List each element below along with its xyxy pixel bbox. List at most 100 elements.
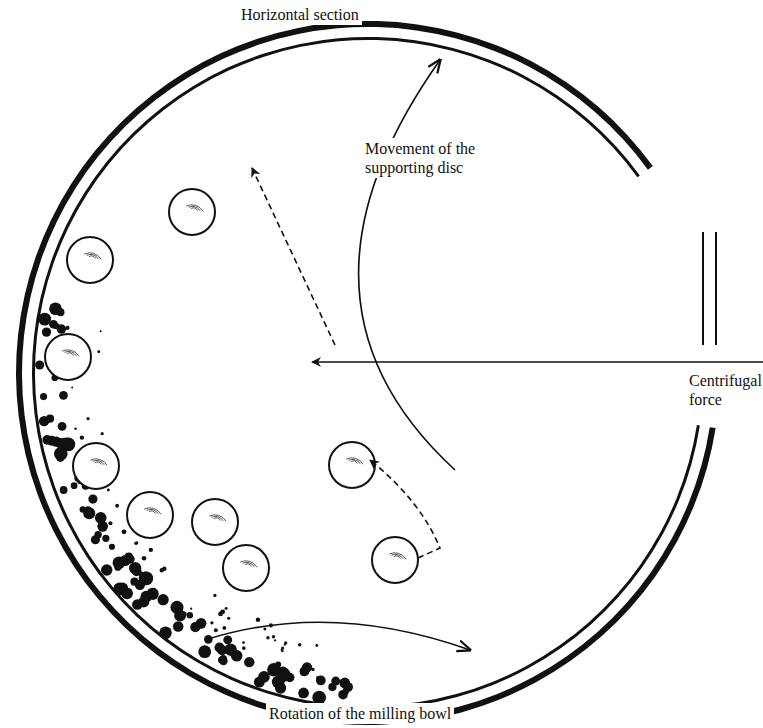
- powder-particle: [225, 607, 228, 610]
- powder-particle: [35, 360, 44, 369]
- powder-particle: [42, 327, 51, 336]
- powder-particle: [219, 657, 227, 665]
- powder-particle: [213, 594, 216, 597]
- powder-particle: [59, 391, 68, 400]
- grinding-ball: [329, 442, 375, 488]
- powder-particles: [35, 303, 353, 705]
- bowl-wall-arc: [16, 21, 716, 725]
- powder-particle: [49, 320, 58, 329]
- powder-particle: [132, 566, 134, 568]
- powder-particle: [132, 599, 143, 610]
- powder-particle: [71, 387, 73, 389]
- powder-particle: [159, 626, 172, 639]
- powder-particle: [101, 524, 103, 526]
- powder-particle: [101, 564, 112, 575]
- grinding-ball: [67, 237, 113, 283]
- powder-particle: [218, 612, 223, 617]
- powder-particle: [46, 415, 54, 423]
- powder-particle: [42, 435, 52, 445]
- powder-particle: [58, 422, 67, 431]
- powder-particle: [55, 438, 65, 448]
- powder-particle: [97, 350, 100, 353]
- powder-particle: [158, 594, 169, 605]
- powder-particle: [65, 326, 69, 330]
- powder-particle: [256, 617, 261, 622]
- powder-particle: [80, 435, 84, 439]
- powder-particle: [109, 544, 115, 550]
- powder-particle: [343, 687, 350, 694]
- powder-particle: [88, 494, 97, 503]
- powder-particle: [266, 636, 270, 640]
- powder-particle: [214, 628, 218, 632]
- powder-particle: [210, 621, 213, 624]
- powder-particle: [153, 588, 155, 590]
- powder-particle: [38, 313, 51, 326]
- powder-particle: [190, 608, 192, 610]
- powder-particle: [298, 688, 309, 699]
- powder-particle: [122, 529, 127, 534]
- powder-particle: [160, 568, 164, 572]
- bowl-wall-end: [715, 232, 717, 345]
- powder-particle: [149, 548, 153, 552]
- grinding-ball: [45, 334, 91, 380]
- powder-particle: [100, 330, 102, 332]
- grinding-ball: [223, 545, 269, 591]
- grinding-ball: [372, 537, 418, 583]
- centrifugal-force-arrow: [312, 361, 763, 363]
- ball-path-arrow: [252, 168, 335, 345]
- powder-particle: [300, 669, 307, 676]
- powder-particle: [281, 649, 283, 651]
- powder-particle: [315, 644, 318, 647]
- powder-particle: [121, 587, 133, 599]
- powder-particle: [263, 627, 266, 630]
- powder-particle: [299, 690, 307, 698]
- grinding-ball: [169, 189, 215, 235]
- powder-particle: [328, 683, 336, 691]
- powder-particle: [139, 572, 153, 586]
- powder-particle: [107, 489, 110, 492]
- powder-particle: [316, 676, 320, 680]
- powder-particle: [60, 486, 68, 494]
- powder-particle: [272, 635, 275, 638]
- ball-path-arrow: [370, 460, 440, 558]
- bowl-wall-arc: [32, 37, 700, 709]
- powder-particle: [54, 447, 68, 461]
- rotation-label: Rotation of the milling bowl: [266, 703, 454, 724]
- powder-particle: [311, 668, 314, 671]
- powder-particle: [86, 417, 89, 420]
- powder-particle: [49, 303, 62, 316]
- powder-particle: [274, 639, 276, 641]
- powder-particle: [40, 393, 47, 400]
- powder-particle: [71, 482, 78, 489]
- powder-particle: [91, 535, 100, 544]
- bowl-wall-end: [702, 232, 704, 345]
- powder-particle: [142, 556, 147, 561]
- powder-particle: [182, 612, 187, 617]
- powder-particle: [174, 610, 186, 622]
- powder-particle: [284, 644, 286, 646]
- powder-particle: [115, 504, 119, 508]
- powder-particle: [74, 427, 77, 430]
- powder-particle: [223, 635, 232, 644]
- force-label: Centrifugal force: [686, 370, 758, 410]
- grinding-ball: [192, 499, 238, 545]
- powder-particle: [97, 521, 108, 532]
- powder-particle: [267, 663, 280, 676]
- powder-particle: [187, 612, 193, 618]
- powder-particle: [230, 651, 236, 657]
- powder-particle: [101, 432, 104, 435]
- milling-bowl-wall: [16, 21, 716, 725]
- powder-particle: [242, 646, 246, 650]
- powder-particle: [80, 506, 86, 512]
- powder-particle: [298, 643, 301, 646]
- powder-particle: [244, 657, 254, 667]
- powder-particle: [190, 622, 200, 632]
- powder-particle: [173, 621, 184, 632]
- powder-particle: [51, 305, 58, 312]
- powder-particle: [102, 535, 109, 542]
- powder-particle: [300, 666, 310, 676]
- powder-particle: [242, 641, 245, 644]
- powder-particle: [198, 645, 211, 658]
- powder-particle: [132, 566, 142, 576]
